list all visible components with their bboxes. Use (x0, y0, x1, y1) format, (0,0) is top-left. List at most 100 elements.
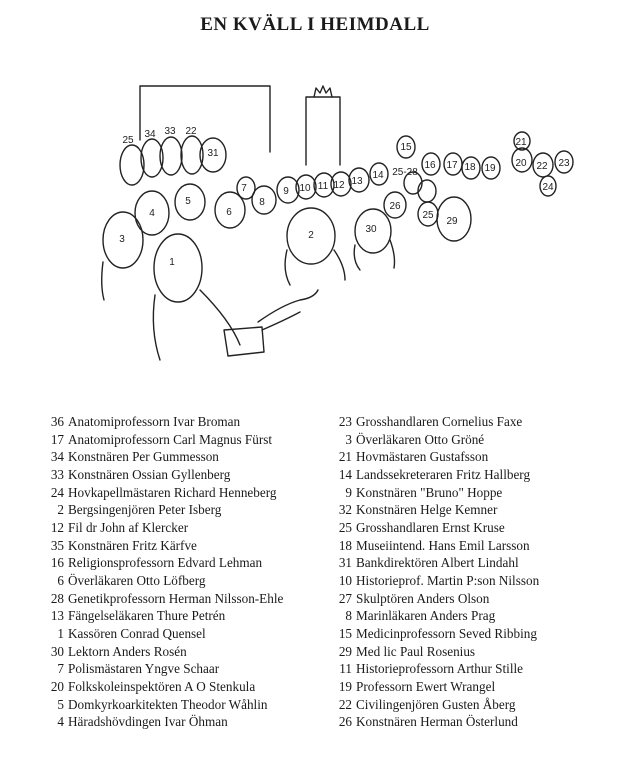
legend-number: 26 (338, 714, 352, 730)
legend-name: Konstnären Ossian Gyllenberg (68, 466, 231, 482)
legend-name: Landssekreteraren Fritz Hallberg (356, 466, 531, 482)
legend-name: Skulptören Anders Olson (356, 590, 490, 606)
legend-name: Överläkaren Otto Löfberg (68, 572, 206, 588)
legend-number: 21 (338, 449, 352, 465)
legend-number: 15 (338, 625, 352, 641)
figure-outline (152, 294, 161, 361)
legend-number: 18 (338, 537, 352, 553)
legend-number: 27 (338, 590, 352, 606)
sketch-number-label: 10 (299, 183, 311, 194)
head-shape (554, 150, 574, 174)
sketch-number-label: 33 (164, 126, 176, 137)
sketch-number-label: 5 (185, 196, 191, 207)
legend-number: 9 (345, 484, 352, 500)
head-shape (180, 135, 204, 175)
table-outline (223, 326, 265, 357)
legend-name: Hovkapellmästaren Richard Henneberg (68, 484, 277, 500)
legend-name: Professorn Ewert Wrangel (356, 678, 496, 694)
legend-number: 34 (50, 449, 64, 465)
legend-name: Religionsprofessorn Edvard Lehman (68, 555, 263, 571)
sketch-number-label: 7 (241, 183, 247, 194)
legend-number: 11 (339, 661, 352, 677)
sketch-number-label: 16 (424, 160, 436, 171)
head-shape (532, 152, 554, 178)
head-shape (251, 185, 277, 215)
legend-name: Konstnären Herman Österlund (356, 714, 518, 730)
figure-outline (353, 244, 361, 271)
legend-number: 13 (50, 608, 64, 624)
figure-outline (284, 249, 291, 286)
legend-number: 1 (57, 625, 64, 641)
legend-number: 16 (50, 555, 64, 571)
legend-name: Överläkaren Otto Gröné (356, 431, 485, 447)
sketch-number-label: 3 (119, 234, 125, 245)
sketch-number-label: 31 (207, 148, 219, 159)
sketch-number-label: 9 (283, 186, 289, 197)
sketch-number-label: 22 (536, 161, 548, 172)
sketch-number-label: 26 (389, 201, 401, 212)
legend-number: 12 (50, 519, 64, 535)
legend-name: Anatomiprofessorn Ivar Broman (68, 414, 241, 429)
legend-number: 29 (338, 643, 352, 659)
legend-name: Domkyrkoarkitekten Theodor Wåhlin (68, 696, 268, 712)
legend-number: 25 (338, 519, 352, 535)
legend-name: Grosshandlaren Cornelius Faxe (356, 414, 523, 429)
legend-name: Anatomiprofessorn Carl Magnus Fürst (68, 431, 273, 447)
head-shape (140, 138, 164, 178)
head-shape (102, 211, 144, 269)
figure-outline (389, 239, 396, 269)
sketch-number-label: 21 (515, 137, 527, 148)
head-shape (174, 183, 206, 221)
head-shape (436, 196, 472, 242)
sketch-number-label: 25-28 (392, 167, 418, 178)
legend-name: Konstnären Helge Kemner (356, 502, 498, 518)
figure-outline (199, 289, 241, 346)
legend-name: Konstnären "Bruno" Hoppe (356, 484, 503, 500)
head-shape (295, 174, 317, 200)
sketch-number-label: 4 (149, 208, 155, 219)
head-shape (119, 144, 145, 186)
legend-name: Lektorn Anders Rosén (68, 643, 187, 659)
head-shape (134, 190, 170, 236)
sketch-number-label: 19 (484, 163, 496, 174)
hand-outline (261, 311, 301, 331)
legend-number: 24 (50, 484, 64, 500)
legend-number: 3 (345, 431, 352, 447)
head-shape (403, 171, 423, 195)
legend-number: 5 (57, 696, 64, 712)
head-shape (276, 176, 300, 204)
sketch-number-label: 2 (308, 230, 314, 241)
legend-name: Folkskoleinspektören A O Stenkula (68, 678, 256, 694)
sketch-number-label: 13 (351, 176, 363, 187)
head-shape (513, 131, 531, 151)
legend-name: Konstnären Per Gummesson (68, 449, 219, 465)
sketch-number-label: 11 (318, 181, 329, 192)
legend-number: 36 (50, 414, 64, 429)
legend-name: Kassören Conrad Quensel (68, 625, 206, 641)
legend-number: 10 (338, 572, 352, 588)
legend-name: Marinläkaren Anders Prag (356, 608, 496, 624)
sketch-number-label: 8 (259, 197, 265, 208)
head-shape (421, 152, 441, 176)
sketch-number-label: 25 (422, 210, 434, 221)
head-shape (313, 172, 335, 198)
legend-number: 17 (50, 431, 64, 447)
sketch-number-label: 34 (144, 129, 156, 140)
